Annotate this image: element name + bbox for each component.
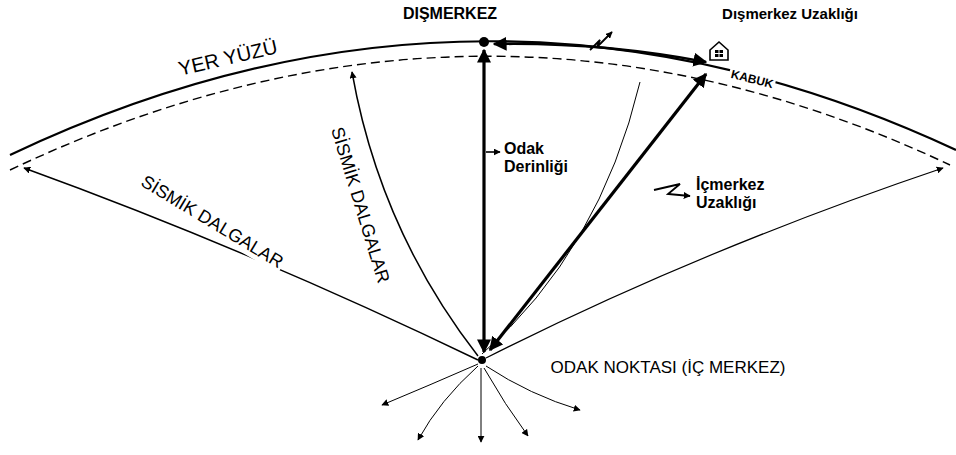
distance-label: İçmerkez Uzaklığı: [696, 176, 808, 213]
wave-label: SİSMİK DALGALAR: [326, 123, 394, 288]
seismic-wave: [482, 82, 640, 354]
wave-arrow: [481, 368, 482, 442]
hypocentral-arrow: [490, 74, 706, 350]
distance-label: Dışmerkez Uzaklığı: [722, 5, 858, 22]
pointer-arrow: [486, 151, 500, 153]
crust-label: KABUK: [727, 68, 776, 93]
epicentral-arrow: [494, 44, 706, 62]
epicenter-dot: [479, 37, 489, 47]
depth-arrow: [482, 50, 485, 352]
surface-label: YER YÜZÜ: [176, 35, 279, 80]
crust-arc: [10, 56, 950, 170]
seismic-wave: [24, 168, 478, 360]
pointer-zigzag: [590, 32, 612, 50]
depth-label: Odak Derinliği: [504, 140, 604, 177]
focus-label: ODAK NOKTASI (İÇ MERKEZ): [549, 358, 788, 378]
pointer-zigzag: [654, 184, 690, 196]
focus-dot: [478, 356, 486, 364]
wave-arrow: [382, 364, 478, 405]
wave-arrow: [418, 366, 478, 440]
seismic-wave: [486, 168, 943, 358]
house-icon: [710, 42, 728, 60]
wave-label: SİSMİK DALGALAR: [136, 170, 289, 273]
epicenter-label: DIŞMERKEZ: [403, 5, 497, 23]
